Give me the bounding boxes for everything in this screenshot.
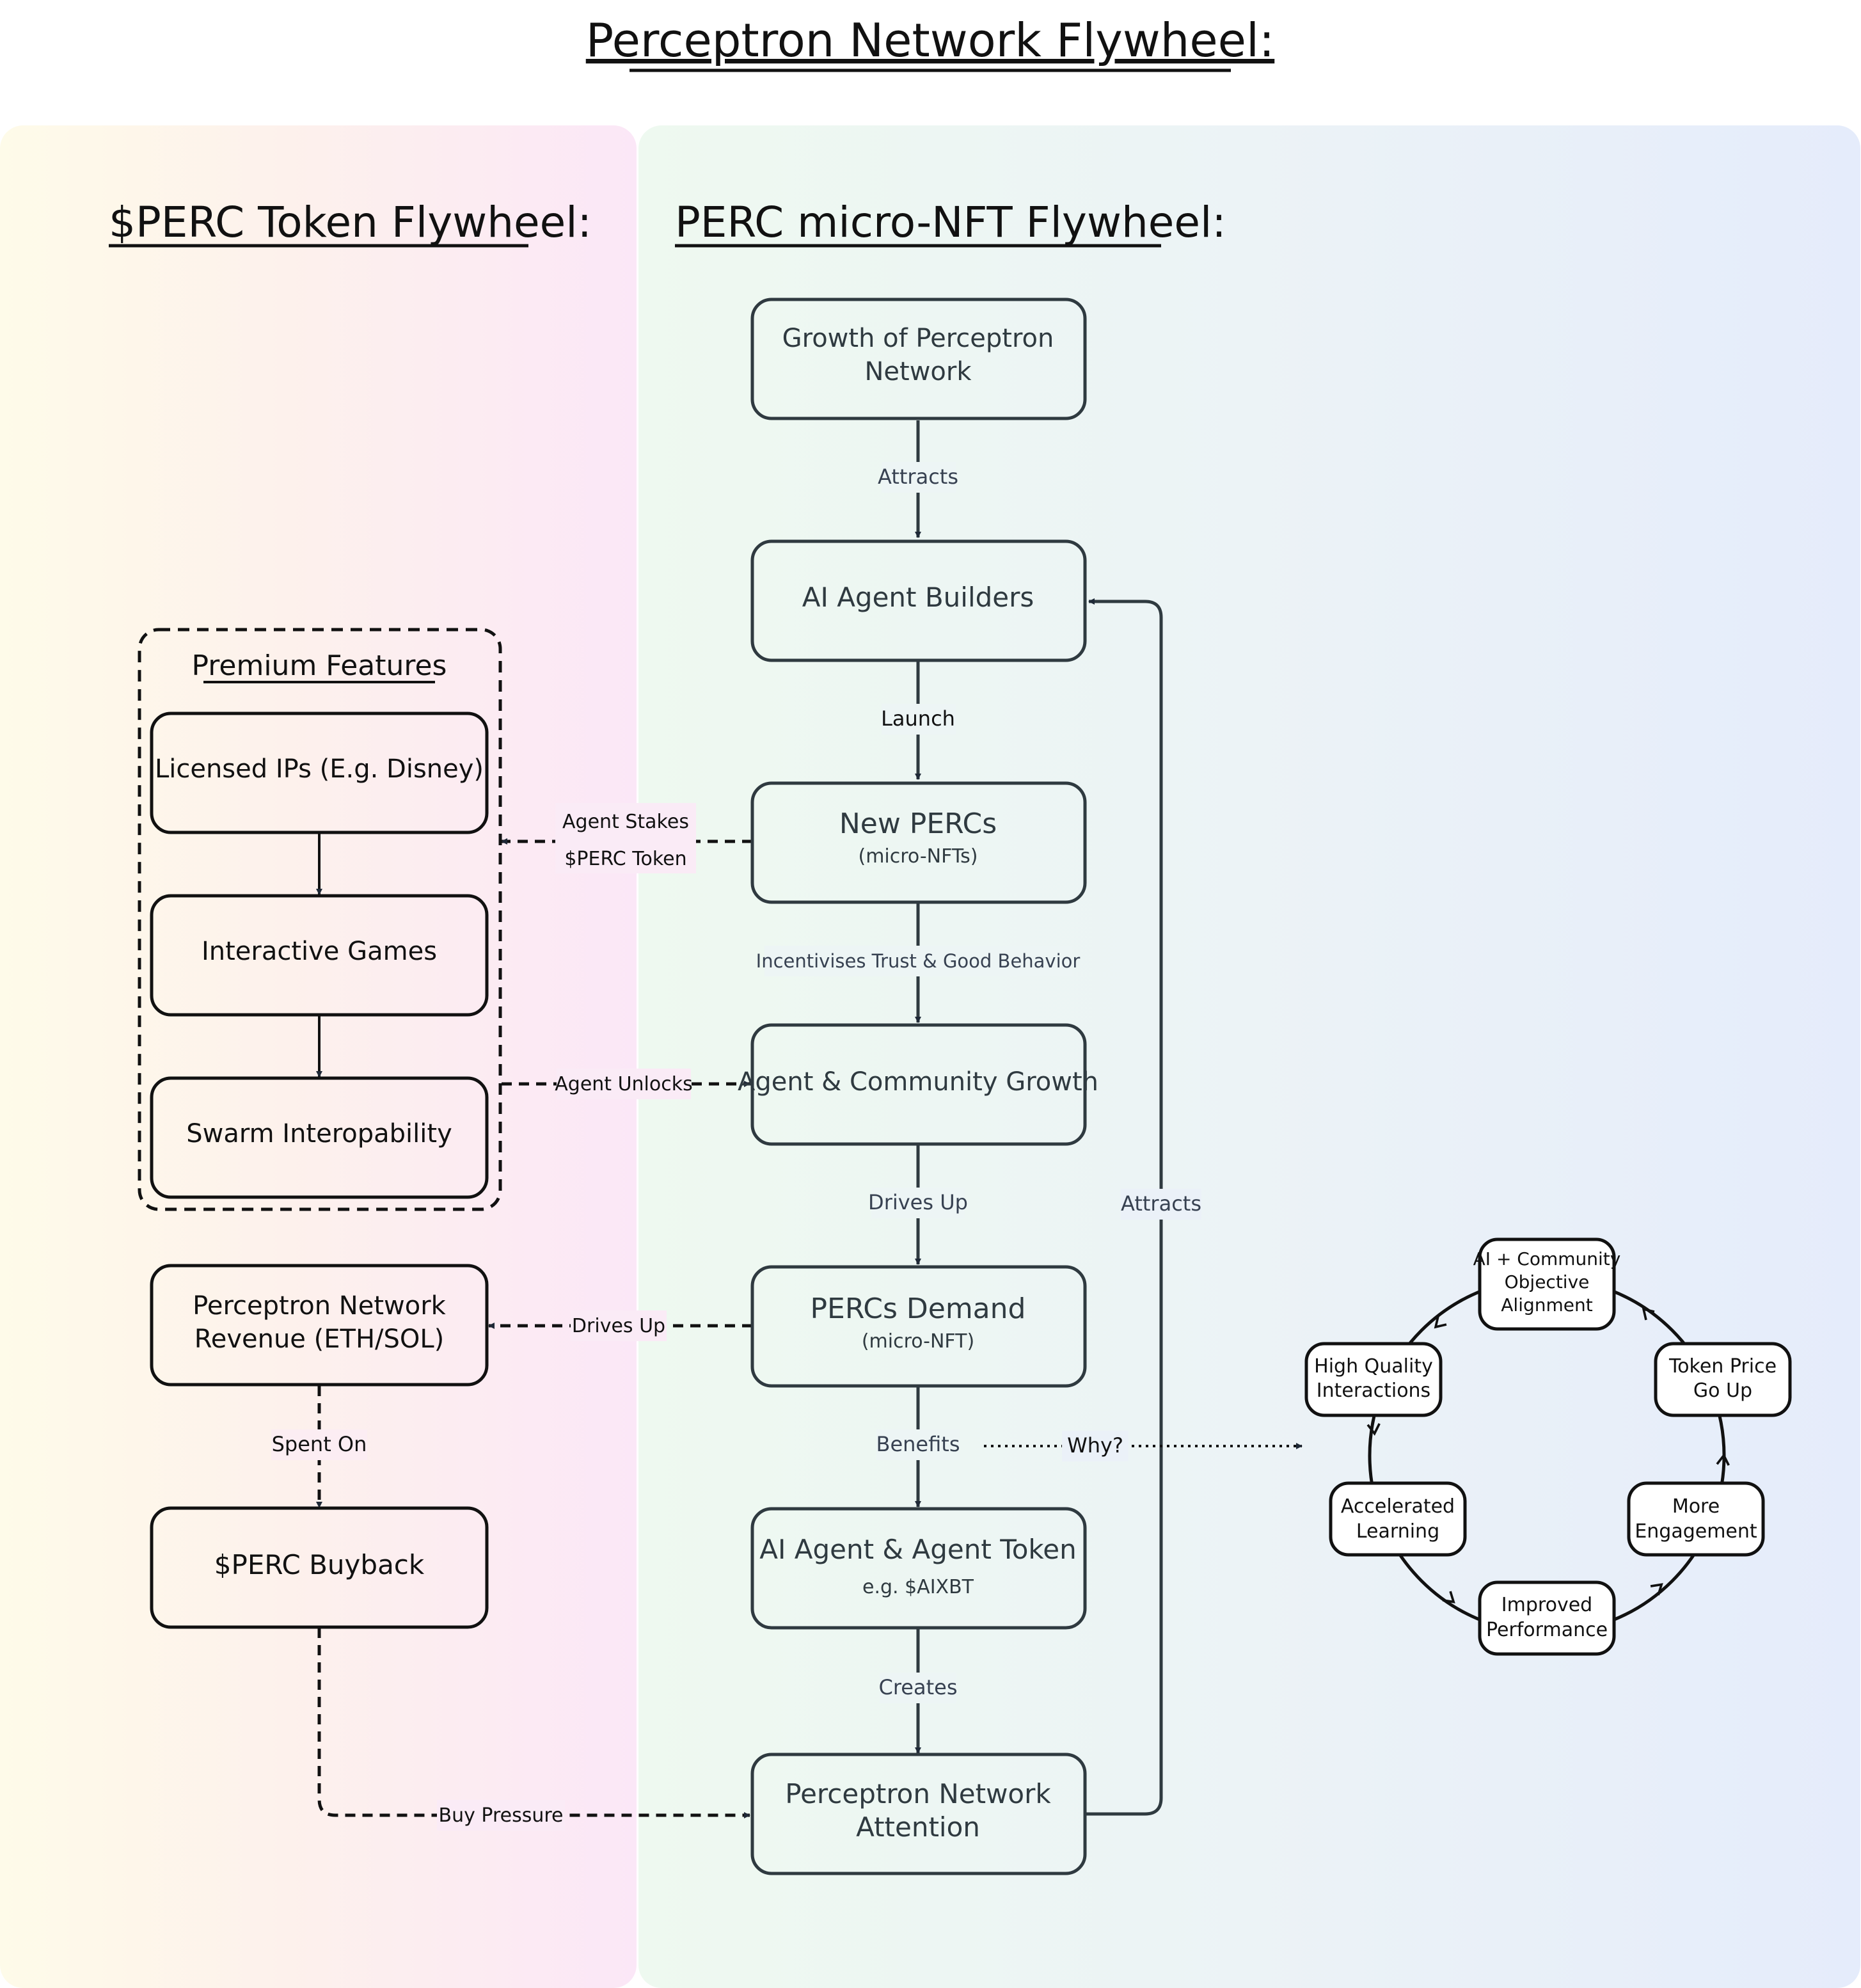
svg-text:Attracts: Attracts <box>1121 1191 1201 1216</box>
svg-text:Buy Pressure: Buy Pressure <box>439 1804 564 1827</box>
edge-label-agent-unlocks: Agent Unlocks <box>555 1069 693 1099</box>
node-new-percs: New PERCs (micro-NFTs) <box>750 781 1087 904</box>
svg-text:Perceptron Network: Perceptron Network <box>193 1291 447 1321</box>
svg-text:More: More <box>1672 1495 1720 1518</box>
premium-item-swarm: Swarm Interopability <box>150 1076 489 1199</box>
svg-text:(micro-NFT): (micro-NFT) <box>862 1330 974 1353</box>
svg-text:Agent & Community Growth: Agent & Community Growth <box>738 1067 1098 1097</box>
edge-label-launch: Launch <box>881 704 956 735</box>
left-panel-heading: $PERC Token Flywheel: <box>109 198 592 247</box>
svg-text:Spent On: Spent On <box>272 1432 367 1456</box>
edge-label-attracts-top: Attracts <box>878 462 958 493</box>
svg-text:PERCs Demand: PERCs Demand <box>811 1292 1026 1325</box>
premium-features-group <box>138 628 502 1211</box>
cycle-node-quality: High Quality Interactions <box>1304 1342 1443 1417</box>
svg-text:Licensed IPs (E.g. Disney): Licensed IPs (E.g. Disney) <box>155 754 484 784</box>
svg-text:(micro-NFTs): (micro-NFTs) <box>858 845 978 868</box>
svg-text:Creates: Creates <box>879 1675 958 1699</box>
svg-text:AI + Community: AI + Community <box>1473 1248 1621 1269</box>
svg-text:Engagement: Engagement <box>1635 1520 1757 1543</box>
cycle-node-improved: Improved Performance <box>1478 1580 1616 1656</box>
premium-item-interactive-games: Interactive Games <box>150 894 489 1017</box>
svg-text:Drives Up: Drives Up <box>868 1190 968 1214</box>
svg-text:Interactions: Interactions <box>1317 1380 1430 1402</box>
svg-text:Perceptron Network: Perceptron Network <box>785 1778 1051 1809</box>
svg-text:Learning: Learning <box>1356 1520 1439 1543</box>
node-growth: Growth of Perceptron Network <box>750 298 1087 420</box>
node-network-revenue: Perceptron Network Revenue (ETH/SOL) <box>150 1264 489 1387</box>
svg-text:Agent Stakes: Agent Stakes <box>562 811 689 833</box>
svg-text:Incentivises Trust & Good Beha: Incentivises Trust & Good Behavior <box>756 950 1081 972</box>
svg-text:Token Price: Token Price <box>1668 1355 1777 1378</box>
svg-text:Alignment: Alignment <box>1501 1294 1592 1316</box>
svg-text:$PERC Token: $PERC Token <box>564 848 686 870</box>
svg-text:Drives Up: Drives Up <box>572 1315 665 1337</box>
svg-text:e.g. $AIXBT: e.g. $AIXBT <box>862 1576 974 1598</box>
node-perc-buyback: $PERC Buyback <box>150 1506 489 1629</box>
svg-text:Performance: Performance <box>1486 1619 1608 1641</box>
node-ai-agent-builders: AI Agent Builders <box>750 539 1087 662</box>
cycle-node-accelerated: Accelerated Learning <box>1329 1481 1467 1557</box>
svg-text:Benefits: Benefits <box>876 1432 960 1456</box>
edge-label-benefits: Benefits <box>876 1429 960 1460</box>
svg-text:New PERCs: New PERCs <box>839 807 997 840</box>
premium-features-title: Premium Features <box>192 649 447 682</box>
svg-text:Swarm Interopability: Swarm Interopability <box>186 1119 452 1149</box>
svg-text:Objective: Objective <box>1505 1271 1590 1292</box>
svg-text:Launch: Launch <box>881 706 955 731</box>
edge-label-spent-on: Spent On <box>271 1429 367 1460</box>
edge-label-drives-up: Drives Up <box>868 1188 968 1218</box>
svg-text:AI Agent Builders: AI Agent Builders <box>802 582 1034 613</box>
svg-text:Go Up: Go Up <box>1693 1380 1752 1402</box>
page-title: Perceptron Network Flywheel: <box>586 13 1274 67</box>
cycle-node-alignment: AI + Community Objective Alignment <box>1473 1237 1621 1331</box>
svg-text:$PERC Buyback: $PERC Buyback <box>214 1549 425 1580</box>
svg-text:Improved: Improved <box>1501 1594 1592 1616</box>
right-panel-heading: PERC micro-NFT Flywheel: <box>675 198 1226 247</box>
node-network-attention: Perceptron Network Attention <box>750 1753 1087 1875</box>
cycle-node-engagement: More Engagement <box>1627 1481 1765 1557</box>
svg-text:Agent Unlocks: Agent Unlocks <box>555 1073 693 1095</box>
node-percs-demand: PERCs Demand (micro-NFT) <box>750 1265 1087 1388</box>
edge-label-incentivises: Incentivises Trust & Good Behavior <box>756 946 1081 976</box>
svg-text:AI Agent & Agent Token: AI Agent & Agent Token <box>759 1534 1076 1565</box>
edge-label-creates: Creates <box>879 1673 958 1703</box>
svg-text:Why?: Why? <box>1067 1433 1123 1458</box>
svg-text:Revenue (ETH/SOL): Revenue (ETH/SOL) <box>194 1324 445 1354</box>
edge-buyback-attention <box>317 1628 750 1818</box>
node-agent-community-growth: Agent & Community Growth <box>738 1023 1098 1146</box>
svg-text:Interactive Games: Interactive Games <box>202 937 437 966</box>
svg-text:Attention: Attention <box>856 1811 980 1843</box>
edge-label-buy-pressure: Buy Pressure <box>437 1800 565 1831</box>
cycle-node-price: Token Price Go Up <box>1654 1342 1792 1417</box>
edge-label-drives-up-left: Drives Up <box>571 1310 667 1341</box>
edge-label-attracts-loop: Attracts <box>1121 1189 1201 1220</box>
micro-nft-flywheel-panel <box>638 125 1860 1988</box>
cycle-ring <box>1368 1276 1726 1635</box>
svg-text:Network: Network <box>864 357 972 386</box>
edge-label-why: Why? <box>1062 1431 1128 1461</box>
svg-text:Accelerated: Accelerated <box>1341 1495 1455 1518</box>
premium-item-licensed-ips: Licensed IPs (E.g. Disney) <box>150 712 489 834</box>
node-agent-token: AI Agent & Agent Token e.g. $AIXBT <box>750 1507 1087 1630</box>
svg-text:Growth of Perceptron: Growth of Perceptron <box>782 324 1054 353</box>
svg-text:Attracts: Attracts <box>878 465 958 489</box>
svg-text:High Quality: High Quality <box>1314 1355 1433 1378</box>
edge-label-agent-stakes: Agent Stakes $PERC Token <box>555 803 696 873</box>
